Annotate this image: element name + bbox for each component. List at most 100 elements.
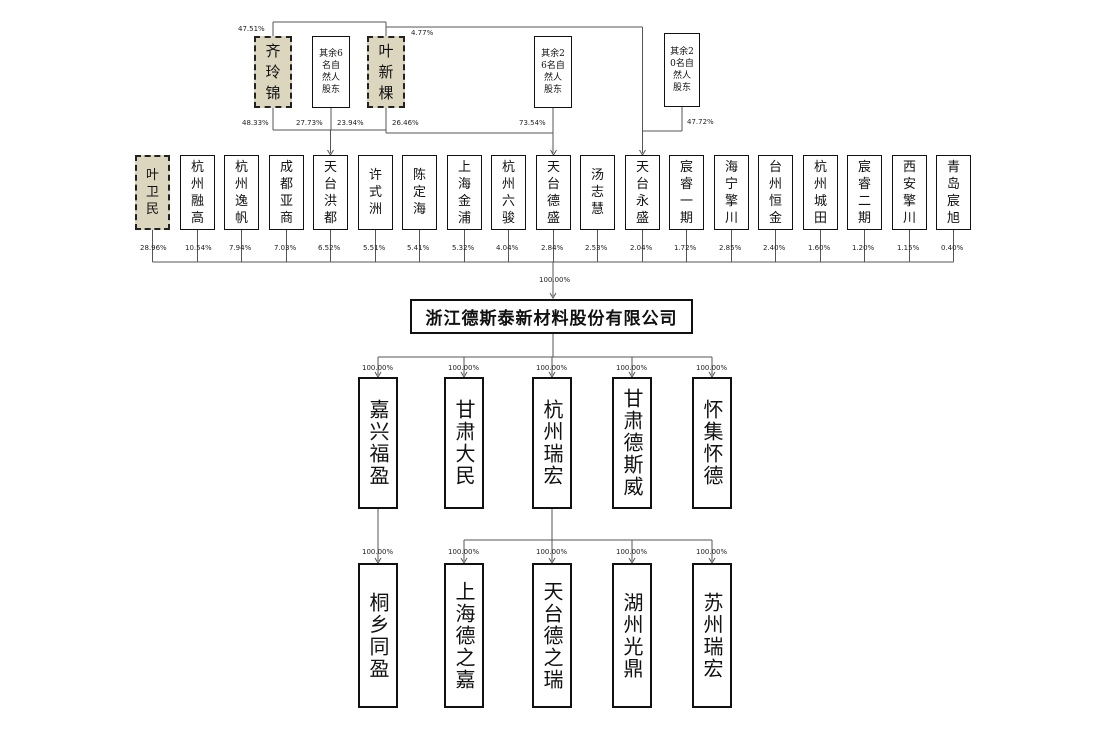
pct-ye-left: 23.94% [337,119,364,127]
shareholder-label: 杭州城田 [813,159,827,226]
shareholder-pct: 7.03% [274,244,297,252]
subsidiary-box: 嘉兴福盈 [358,377,398,509]
shareholder-box: 陈定海 [402,155,437,230]
shareholder-label: 成都亚商 [279,159,293,226]
sub-subsidiary-pct: 100.00% [696,548,728,556]
shareholder-box: 天台永盛 [625,155,660,230]
shareholder-box: 杭州逸帆 [224,155,259,230]
sub-subsidiary-pct: 100.00% [536,548,568,556]
shareholder-pct: 28.96% [140,244,167,252]
shareholder-box: 海宁擎川 [714,155,749,230]
shareholder-box: 天台德盛 [536,155,571,230]
shareholder-pct: 1.72% [674,244,697,252]
subsidiary-pct: 100.00% [616,364,648,372]
shareholder-box: 西安擎川 [892,155,927,230]
sub-subsidiary-box: 湖州光鼎 [612,563,652,708]
shareholder-pct: 1.60% [808,244,831,252]
shareholder-box: 宸睿一期 [669,155,704,230]
shareholder-box: 杭州融高 [180,155,215,230]
subsidiary-pct: 100.00% [536,364,568,372]
shareholder-label: 西安擎川 [902,159,916,226]
pct-ye-right: 26.46% [392,119,419,127]
sub-subsidiary-box: 天台德之瑞 [532,563,572,708]
shareholder-label: 宸睿二期 [857,159,871,226]
shareholder-box: 宸睿二期 [847,155,882,230]
shareholder-pct: 5.51% [363,244,386,252]
holder-other20-label: 其余20名自然人股东 [670,47,694,93]
sub-subsidiary-pct: 100.00% [616,548,648,556]
shareholder-label: 杭州六骏 [501,159,515,226]
holder-other6-label: 其余6名自然人股东 [319,49,343,95]
pct-qi-bottom: 48.33% [242,119,269,127]
shareholder-pct: 2.04% [630,244,653,252]
subsidiary-box: 甘肃大民 [444,377,484,509]
shareholder-box: 汤志慧 [580,155,615,230]
subsidiary-pct: 100.00% [448,364,480,372]
holder-ye-box: 叶新棵 [367,36,405,108]
holder-ye-label: 叶新棵 [378,41,394,102]
holder-other26-label: 其余26名自然人股东 [541,49,565,95]
sub-subsidiary-pct: 100.00% [448,548,480,556]
subsidiary-pct: 100.00% [696,364,728,372]
shareholder-box: 叶卫民 [135,155,170,230]
holder-qi-label: 齐玲锦 [265,41,281,102]
shareholder-pct: 1.15% [897,244,920,252]
pct-company: 100.00% [539,276,571,284]
shareholder-pct: 6.52% [318,244,341,252]
shareholder-label: 海宁擎川 [724,159,738,226]
shareholder-pct: 0.40% [941,244,964,252]
shareholder-pct: 1.20% [852,244,875,252]
pct-qi-top: 47.51% [238,25,265,33]
shareholder-label: 青岛宸旭 [946,159,960,226]
holder-qi-box: 齐玲锦 [254,36,292,108]
shareholder-pct: 2.40% [763,244,786,252]
shareholder-box: 杭州六骏 [491,155,526,230]
shareholder-pct: 10.54% [185,244,212,252]
shareholder-label: 杭州融高 [190,159,204,226]
shareholder-label: 上海金浦 [457,159,471,226]
shareholder-label: 许式洲 [368,168,382,217]
pct-other6-bottom: 27.73% [296,119,323,127]
shareholder-pct: 5.41% [407,244,430,252]
sub-subsidiary-pct: 100.00% [362,548,394,556]
shareholder-box: 上海金浦 [447,155,482,230]
shareholder-pct: 2.84% [541,244,564,252]
subsidiary-pct: 100.00% [362,364,394,372]
subsidiary-box: 甘肃德斯威 [612,377,652,509]
arrow-head [549,292,557,299]
holder-other26-box: 其余26名自然人股东 [534,36,572,108]
shareholder-label: 汤志慧 [590,168,604,217]
company-box: 浙江德斯泰新材料股份有限公司 [410,299,693,334]
shareholder-label: 天台洪都 [323,159,337,226]
shareholder-pct: 4.04% [496,244,519,252]
subsidiary-box: 怀集怀德 [692,377,732,509]
pct-other26-bottom: 73.54% [519,119,546,127]
shareholder-pct: 2.85% [719,244,742,252]
shareholder-box: 许式洲 [358,155,393,230]
shareholder-box: 天台洪都 [313,155,348,230]
shareholder-label: 天台德盛 [546,159,560,226]
shareholder-box: 青岛宸旭 [936,155,971,230]
shareholder-label: 天台永盛 [635,159,649,226]
shareholder-pct: 5.32% [452,244,475,252]
subsidiary-box: 杭州瑞宏 [532,377,572,509]
shareholder-box: 杭州城田 [803,155,838,230]
sub-subsidiary-box: 桐乡同盈 [358,563,398,708]
shareholder-label: 杭州逸帆 [234,159,248,226]
shareholder-box: 成都亚商 [269,155,304,230]
shareholder-box: 台州恒金 [758,155,793,230]
pct-ye-top: 4.77% [411,29,434,37]
shareholder-pct: 7.94% [229,244,252,252]
pct-other20-bottom: 47.72% [687,118,714,126]
shareholder-label: 陈定海 [412,168,426,217]
sub-subsidiary-box: 上海德之嘉 [444,563,484,708]
shareholder-label: 宸睿一期 [679,159,693,226]
sub-subsidiary-box: 苏州瑞宏 [692,563,732,708]
shareholder-label: 台州恒金 [768,159,782,226]
shareholder-pct: 2.53% [585,244,608,252]
holder-other6-box: 其余6名自然人股东 [312,36,350,108]
shareholder-label: 叶卫民 [145,168,159,217]
holder-other20-box: 其余20名自然人股东 [664,33,700,107]
